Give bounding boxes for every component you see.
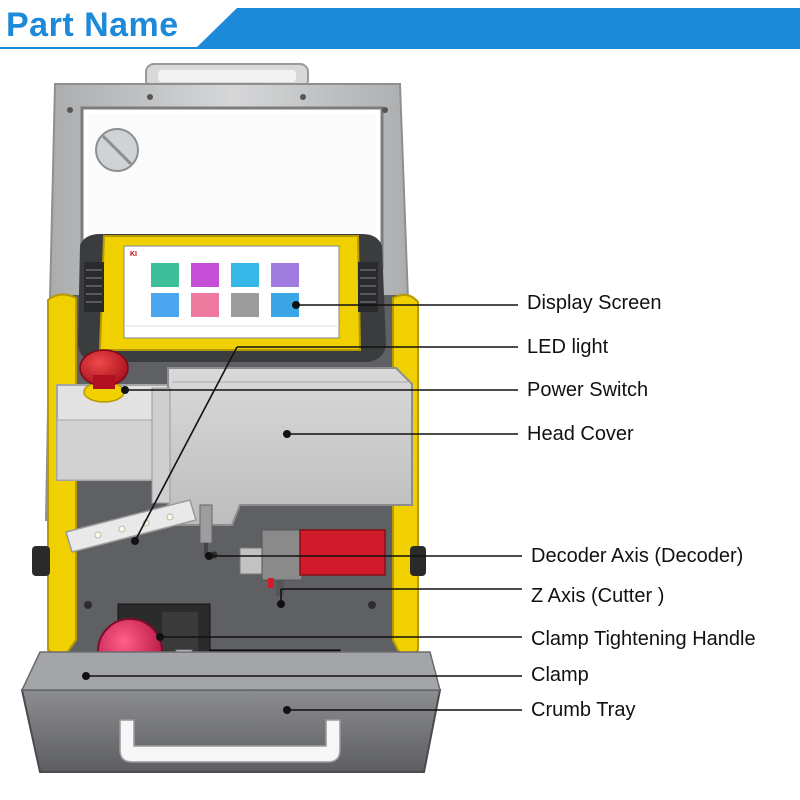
z-axis-cutter [239, 529, 386, 596]
callout-display-screen: Display Screen [527, 292, 662, 314]
lid-handle [145, 63, 309, 89]
display-module: KI [78, 234, 386, 362]
callout-clamp-tightening-handle: Clamp Tightening Handle [531, 628, 756, 650]
page-title: Part Name [6, 6, 179, 44]
callout-led-light: LED light [527, 336, 609, 358]
callout-power-switch: Power Switch [527, 379, 649, 401]
callout-crumb-tray: Crumb Tray [531, 699, 636, 721]
header-band [195, 8, 800, 49]
callout-z-axis: Z Axis (Cutter ) [531, 585, 665, 607]
screen-logo: KI [130, 251, 137, 258]
display-screen[interactable] [123, 245, 340, 339]
callout-head-cover: Head Cover [527, 423, 634, 445]
callout-clamp: Clamp [531, 664, 589, 686]
crumb-tray[interactable] [20, 651, 442, 773]
callout-decoder-axis: Decoder Axis (Decoder) [531, 545, 744, 567]
header-banner: Part Name [0, 0, 800, 56]
